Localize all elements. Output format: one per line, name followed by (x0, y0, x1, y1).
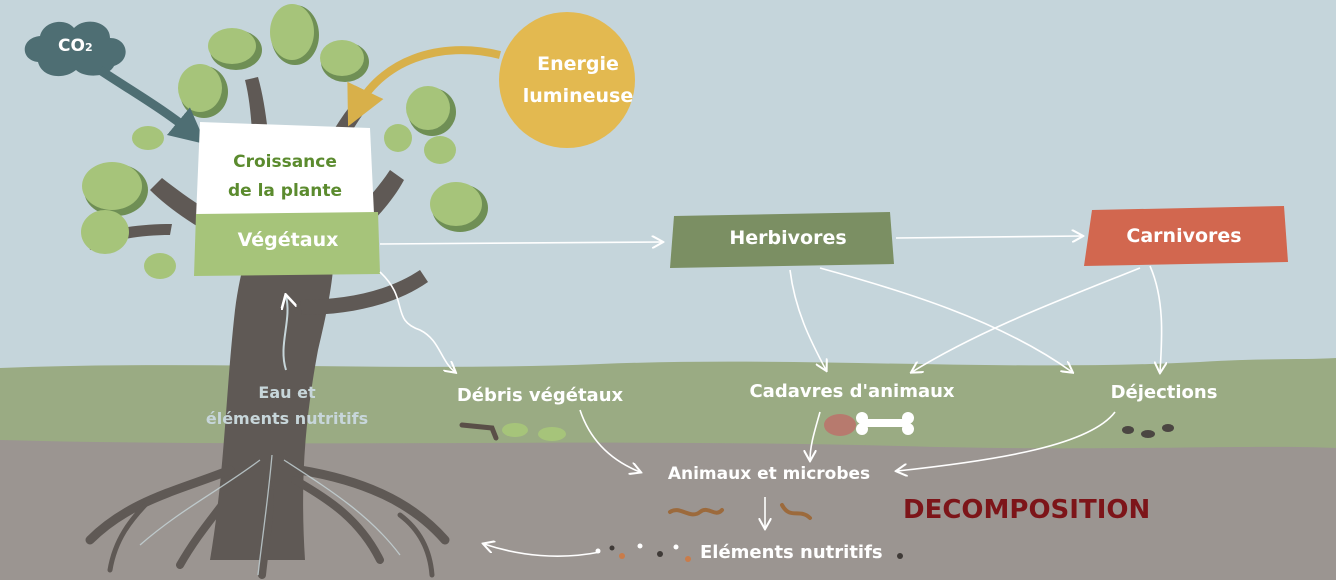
arrow-carnivores-cadavres (912, 267, 1141, 372)
energy-line-2: lumineuse (522, 85, 634, 107)
energy-label: Energie lumineuse (523, 48, 633, 112)
water-line-2: éléments nutritifs (205, 409, 369, 428)
sun-arrow (347, 46, 501, 127)
arrow-elements-roots (484, 544, 601, 557)
debris-items (459, 422, 566, 441)
decomposition-label: DECOMPOSITION (903, 495, 1151, 525)
vegetaux-box (194, 212, 380, 276)
grass-band (0, 358, 1336, 455)
growth-line-2: de la plante (227, 181, 343, 201)
nutrient-dots (595, 543, 903, 562)
tree-leaves (81, 4, 488, 279)
arrow-herbivores-dejections (819, 267, 1072, 372)
elements-nutritifs-label: Eléments nutritifs (700, 542, 883, 563)
energy-line-1: Energie (537, 53, 619, 75)
sun (499, 12, 635, 148)
meat-icon (824, 414, 856, 436)
worm-icon (780, 503, 812, 520)
bone-icon (856, 412, 914, 435)
worm-icons (668, 503, 812, 520)
arrow-cadavres-animaux (810, 411, 821, 460)
co2-cloud (24, 21, 126, 77)
arrow-vegetaux-debris (379, 271, 455, 372)
fallen-leaf-icon (502, 423, 528, 437)
worm-icon (668, 507, 724, 517)
arrow-herbivores-carnivores (895, 236, 1082, 238)
arrow-carnivores-dejections (1149, 265, 1162, 372)
vegetaux-label: Végétaux (237, 229, 339, 251)
co2-text: CO (58, 36, 85, 56)
twig-icon (459, 422, 499, 441)
animaux-microbes-label: Animaux et microbes (667, 464, 871, 484)
growth-label: Croissance de la plante (228, 148, 342, 206)
droppings-icon (1122, 424, 1174, 438)
water-up-arrow (283, 296, 287, 371)
growth-box (196, 122, 374, 218)
co2-arrow (97, 66, 207, 145)
dejections-label: Déjections (1110, 382, 1218, 403)
water-line-1: Eau et (258, 383, 316, 402)
water-nutrients-label: Eau et éléments nutritifs (206, 380, 368, 432)
carcass-items (824, 412, 914, 436)
arrow-herbivores-cadavres (789, 269, 826, 370)
herbivores-box (670, 212, 894, 268)
debris-label: Débris végétaux (456, 385, 624, 406)
tree-roots (85, 465, 450, 579)
arrow-debris-animaux (579, 409, 640, 472)
arrow-vegetaux-herbivores (379, 242, 662, 244)
co2-label: CO2 (58, 36, 93, 56)
carnivores-label: Carnivores (1126, 225, 1242, 247)
carnivores-box (1084, 206, 1288, 266)
herbivores-label: Herbivores (729, 227, 847, 249)
fallen-leaf-icon (538, 427, 566, 441)
root-veins (139, 454, 401, 576)
flow-arrows (379, 236, 1162, 557)
growth-line-1: Croissance (233, 152, 337, 172)
cadavres-label: Cadavres d'animaux (749, 381, 955, 402)
co2-subscript: 2 (84, 41, 93, 54)
arrow-dejections-animaux (897, 411, 1116, 471)
